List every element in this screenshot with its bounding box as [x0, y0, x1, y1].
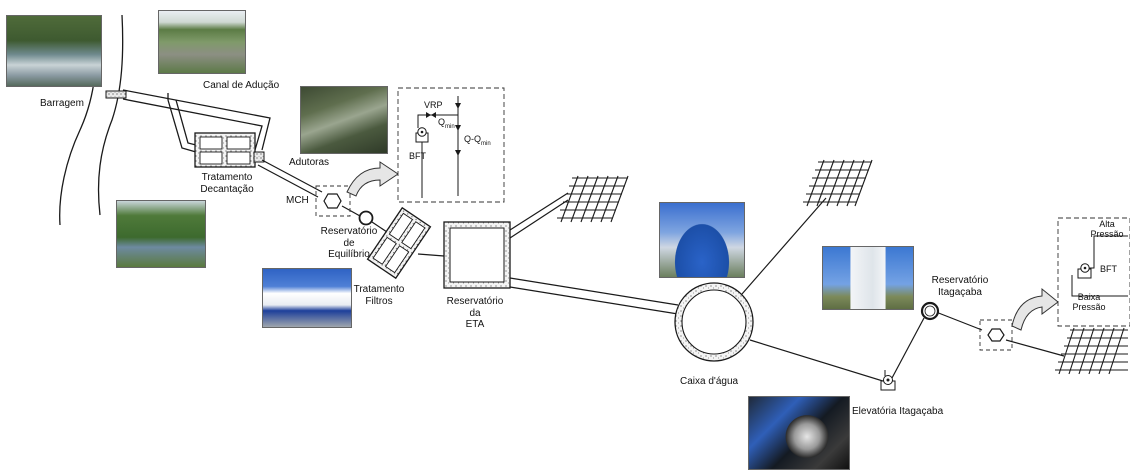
pipe-itagacaba-valve: [936, 312, 982, 330]
photo-barragem: [6, 15, 102, 87]
mch-unit: [316, 186, 350, 216]
pipe-elevatoria-itagacaba: [892, 318, 924, 378]
inset-label-vrp: VRP: [424, 100, 443, 110]
pipe-caixa-grid: [742, 198, 826, 294]
photo-canal: [158, 10, 246, 74]
photo-adutoras: [300, 86, 388, 154]
inset-label-qmin: Qmin: [438, 117, 455, 130]
label-elevatoria: Elevatória Itagaçaba: [852, 406, 943, 418]
photo-filtros: [262, 268, 352, 328]
prv-unit-right: [980, 320, 1012, 350]
photo-elevatoria: [748, 396, 850, 470]
caixa-dagua: [675, 283, 753, 361]
curved-arrow-left: [347, 162, 398, 196]
decantation-loop: [168, 100, 196, 152]
inset-label-q-minus-qmin: Q-Qmin: [464, 134, 491, 147]
inset-label-bft: BFT: [409, 151, 426, 161]
photo-caixa: [659, 202, 745, 278]
pipe-valve-grid: [1006, 340, 1064, 356]
photo-itagacaba: [822, 246, 914, 310]
elevatoria-pump: [881, 370, 895, 390]
label-canal-aducao: Canal de Adução: [203, 80, 279, 92]
label-barragem: Barragem: [40, 98, 84, 110]
balance-reservoir: [360, 212, 373, 225]
label-mch: MCH: [286, 195, 309, 207]
photo-decantacao: [116, 200, 206, 268]
pipe-caixa-elevatoria: [750, 340, 886, 382]
label-caixa-dagua: Caixa d'água: [680, 376, 738, 388]
eta-reservoir: [444, 222, 510, 288]
eta-pipes: [510, 193, 678, 314]
curved-arrow-right: [1012, 289, 1058, 330]
dam: [106, 91, 126, 98]
inset-label-bft-right: BFT: [1100, 264, 1117, 274]
distribution-grid-2: [803, 160, 872, 206]
distribution-grid-1: [557, 176, 628, 222]
distribution-grid-3: [1055, 328, 1128, 374]
label-adutoras: Adutoras: [289, 157, 329, 169]
decantation-tank: [195, 133, 264, 167]
